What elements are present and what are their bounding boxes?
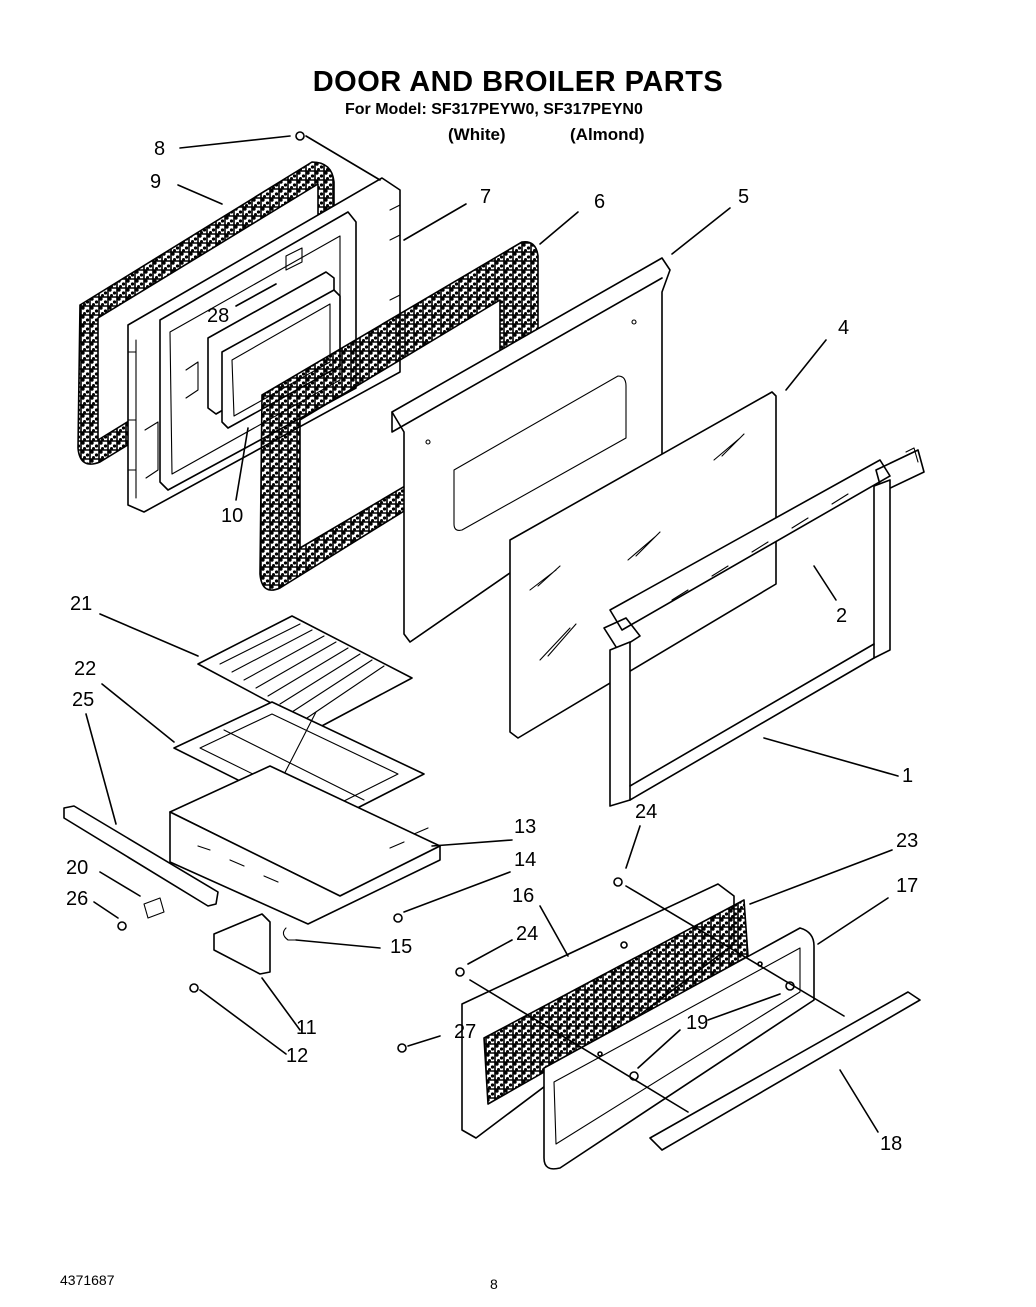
callout-20: 20 xyxy=(66,857,89,879)
page-title: DOOR AND BROILER PARTS xyxy=(312,66,724,98)
broiler-bracket-part xyxy=(189,913,403,993)
finish-white: (White) xyxy=(448,125,506,144)
broiler-drawer-part xyxy=(461,883,815,1170)
callout-2: 2 xyxy=(836,605,848,627)
callout-1: 1 xyxy=(902,765,914,787)
callout-13: 13 xyxy=(514,816,537,838)
callout-24-lower: 24 xyxy=(516,923,539,945)
callout-16: 16 xyxy=(512,885,535,907)
callout-27: 27 xyxy=(454,1021,477,1043)
callout-25: 25 xyxy=(72,689,95,711)
doc-number: 4371687 xyxy=(60,1272,115,1288)
callout-leaders xyxy=(85,135,899,1133)
window-pack-part xyxy=(207,247,341,429)
callout-23: 23 xyxy=(896,830,919,852)
callout-21: 21 xyxy=(70,593,93,615)
callout-22: 22 xyxy=(74,658,97,680)
callout-26: 26 xyxy=(66,888,89,910)
callout-24-upper: 24 xyxy=(635,801,658,823)
callout-5: 5 xyxy=(738,186,750,208)
page-number: 8 xyxy=(490,1276,498,1292)
broiler-rail-part xyxy=(63,805,219,931)
drawer-trim-part xyxy=(649,991,921,1151)
callout-15: 15 xyxy=(390,936,413,958)
broiler-grid-part xyxy=(197,615,413,729)
callout-7: 7 xyxy=(480,186,492,208)
callout-14: 14 xyxy=(514,849,537,871)
callout-9: 9 xyxy=(150,171,162,193)
callout-11: 11 xyxy=(296,1017,317,1039)
callout-6: 6 xyxy=(594,191,606,213)
callout-8: 8 xyxy=(154,138,166,160)
model-line: For Model: SF317PEYW0, SF317PEYN0 xyxy=(345,101,643,118)
callout-12: 12 xyxy=(286,1045,309,1067)
callout-19: 19 xyxy=(686,1012,709,1034)
callout-10: 10 xyxy=(221,505,244,527)
callout-18: 18 xyxy=(880,1133,903,1155)
outer-glass-part xyxy=(509,391,777,739)
callout-4: 4 xyxy=(838,317,850,339)
door-frame-part xyxy=(603,447,925,807)
finish-almond: (Almond) xyxy=(570,125,645,144)
callout-28: 28 xyxy=(207,305,230,327)
callout-17: 17 xyxy=(896,875,919,897)
